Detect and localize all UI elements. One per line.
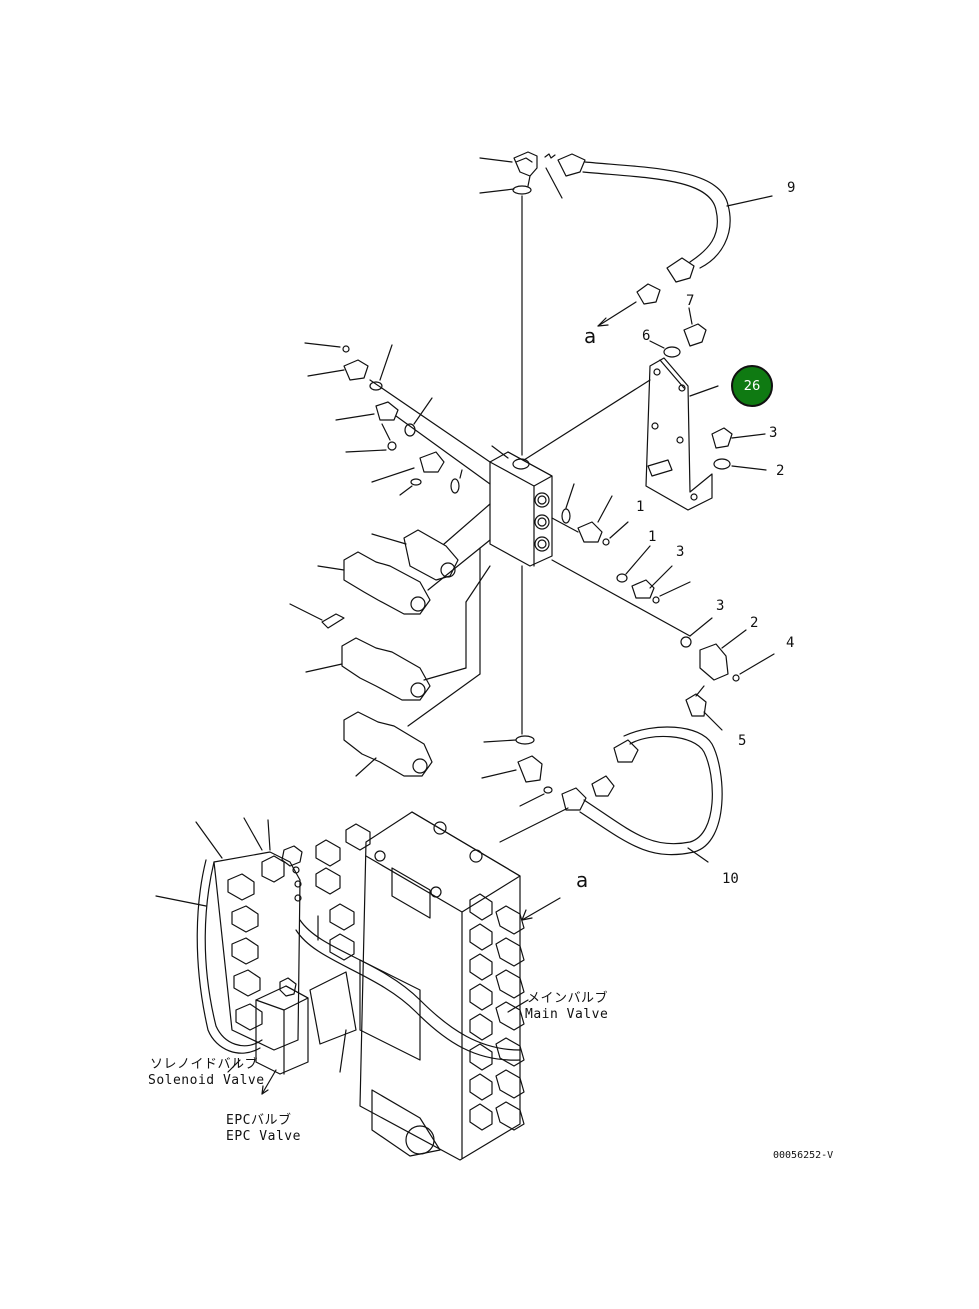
leader-block-to-bracket (523, 379, 651, 461)
callout-badge[interactable]: 26 (731, 365, 773, 407)
label-1-middle: 1 (636, 499, 645, 515)
drawing-code: 00056252-V (773, 1150, 834, 1161)
label-6: 6 (642, 328, 651, 344)
leader-lines-top (479, 157, 563, 199)
epc-valve (227, 977, 309, 1095)
hose-9 (557, 153, 773, 283)
solenoid-valve-group (155, 817, 319, 1054)
callout-badge-number: 26 (743, 378, 761, 394)
hose-10 (499, 726, 723, 921)
main-valve-body (295, 811, 529, 1161)
o-ring-bottom (515, 735, 535, 745)
solenoid-valve-3 (305, 565, 491, 701)
o-ring-top (512, 185, 532, 195)
upper-left-fittings (304, 342, 491, 496)
solenoid-valve-1 (371, 503, 491, 581)
caption-epc-valve-jp: EPCバルブ (226, 1113, 292, 1128)
label-5: 5 (738, 733, 747, 749)
caption-epc-valve-en: EPC Valve (226, 1129, 301, 1144)
label-9: 9 (787, 180, 796, 196)
label-1-lower: 1 (648, 529, 657, 545)
solenoid-valve-4 (343, 547, 481, 777)
label-2-right-upper: 2 (776, 463, 785, 479)
caption-solenoid-valve-en: Solenoid Valve (148, 1073, 265, 1088)
manifold-block (489, 445, 553, 567)
top-elbow-fitting (513, 151, 538, 187)
label-3-right-upper: 3 (769, 425, 778, 441)
bolt-7-and-washer-6 (649, 307, 707, 358)
caption-main-valve-jp: メインバルブ (527, 991, 609, 1006)
label-3-lower: 3 (716, 598, 725, 614)
label-7: 7 (686, 293, 695, 309)
bolt-right (711, 427, 767, 471)
label-10: 10 (722, 871, 739, 887)
label-4: 4 (786, 635, 795, 651)
label-a-upper: a (584, 324, 597, 348)
caption-solenoid-valve-jp: ソレノイドバルブ (150, 1057, 259, 1072)
right-fittings (551, 483, 775, 731)
adapter-near-a (597, 283, 661, 327)
small-spring (544, 153, 556, 159)
caption-main-valve-en: Main Valve (525, 1007, 609, 1022)
label-a-lower: a (576, 868, 589, 892)
solenoid-valve-2 (289, 539, 491, 629)
mounting-bracket (645, 357, 719, 511)
label-3-middle: 3 (676, 544, 685, 560)
label-2-lower: 2 (750, 615, 759, 631)
lower-elbow-fitting (481, 739, 553, 807)
